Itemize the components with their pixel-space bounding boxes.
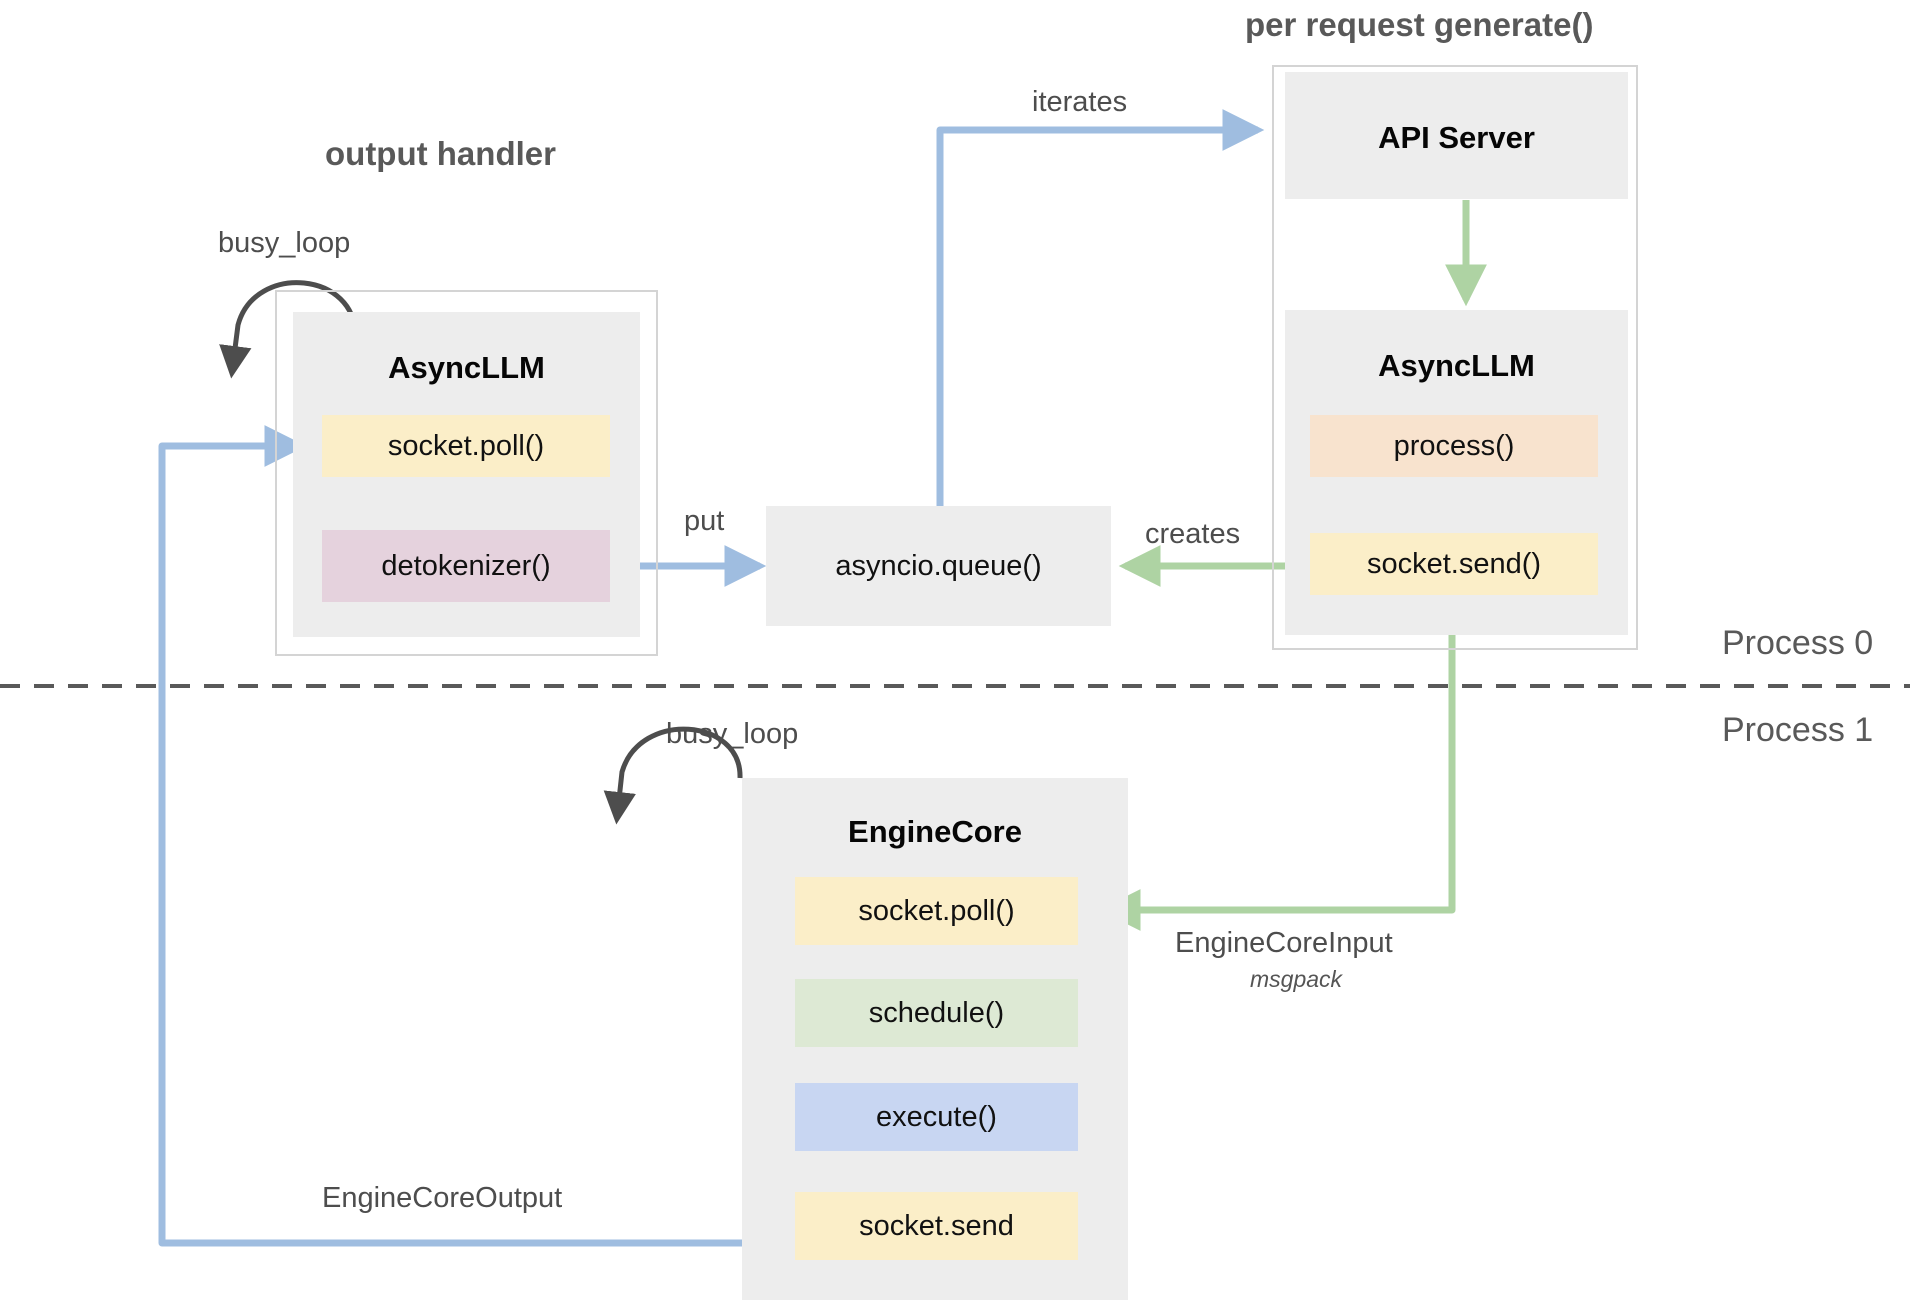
output-handler-container xyxy=(275,290,658,656)
per-request-container xyxy=(1272,65,1638,650)
method-process[interactable]: process() xyxy=(1310,415,1598,477)
method-execute[interactable]: execute() xyxy=(795,1083,1078,1151)
method-socket-send-enginecore[interactable]: socket.send xyxy=(795,1192,1078,1260)
process-1-label: Process 1 xyxy=(1722,711,1874,749)
method-socket-poll-output[interactable]: socket.poll() xyxy=(322,415,610,477)
api-server-panel: API Server xyxy=(1285,72,1628,199)
method-socket-poll-enginecore[interactable]: socket.poll() xyxy=(795,877,1078,945)
api-server-panel-title: API Server xyxy=(1378,120,1535,155)
method-detokenizer[interactable]: detokenizer() xyxy=(322,530,610,602)
iterates-label: iterates xyxy=(1032,86,1128,118)
busy-loop-label-enginecore: busy_loop xyxy=(666,718,799,750)
process-0-label: Process 0 xyxy=(1722,624,1874,662)
enginecore-panel-title: EngineCore xyxy=(848,814,1022,849)
method-schedule[interactable]: schedule() xyxy=(795,979,1078,1047)
per-request-title: per request generate() xyxy=(1245,6,1594,43)
busy-loop-label-asyncllm: busy_loop xyxy=(218,227,351,259)
engine-core-input-sublabel: msgpack xyxy=(1250,966,1343,992)
engine-core-output-label: EngineCoreOutput xyxy=(322,1182,563,1214)
asyncllm-output-panel-title: AsyncLLM xyxy=(388,350,545,385)
asyncllm-request-panel-title: AsyncLLM xyxy=(1378,348,1535,383)
method-socket-send-request[interactable]: socket.send() xyxy=(1310,533,1598,595)
creates-label: creates xyxy=(1145,518,1241,550)
engine-core-input-label: EngineCoreInput xyxy=(1175,927,1393,959)
put-label: put xyxy=(684,505,725,537)
asyncio-queue-box[interactable]: asyncio.queue() xyxy=(766,506,1111,626)
output-handler-title: output handler xyxy=(325,135,556,172)
edge-iterates xyxy=(936,109,1265,506)
